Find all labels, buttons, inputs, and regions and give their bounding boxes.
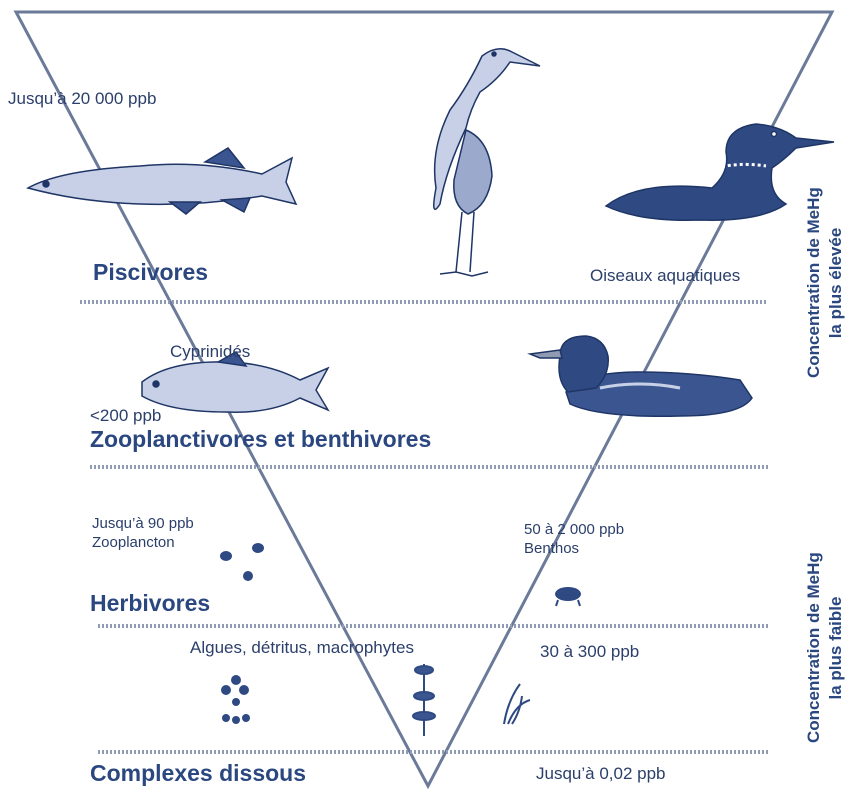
loon-icon [606,124,834,220]
concentration-piscivores: Jusqu’à 20 000 ppb [8,89,156,109]
label-oiseaux-aquatiques: Oiseaux aquatiques [590,266,740,286]
pike-icon [28,148,296,214]
level-piscivores: Piscivores [93,259,208,286]
concentration-zooplanctivores: <200 ppb [90,406,161,426]
level-herbivores: Herbivores [90,590,210,617]
side-label-lowest: Concentration de MeHg la plus faible [803,553,847,743]
duck-icon [530,336,752,416]
label-zooplancton: Zooplancton [92,533,175,552]
label-cyprinides: Cyprinidés [170,342,250,362]
concentration-benthos: 50 à 2 000 ppb [524,520,624,539]
benthos-icon [555,587,581,606]
concentration-complexes: Jusqu’à 0,02 ppb [536,764,666,784]
level-complexes-dissous: Complexes dissous [90,760,306,787]
algae-icon [504,684,530,724]
side-low-line2: la plus faible [825,553,847,743]
macrophyte-icon [413,664,435,736]
level-zooplanctivores: Zooplanctivores et benthivores [90,426,431,453]
concentration-herbivores: 30 à 300 ppb [540,642,639,662]
label-benthos: Benthos [524,539,579,558]
side-label-highest: Concentration de MeHg la plus élevée [803,188,847,378]
side-high-line2: la plus élevée [825,188,847,378]
concentration-zooplancton: Jusqu’à 90 ppb [92,514,194,533]
label-algues-detritus-macrophytes: Algues, détritus, macrophytes [190,638,414,658]
zooplankton-icon [220,543,264,581]
side-high-line1: Concentration de MeHg [803,188,825,378]
heron-icon [434,49,540,276]
detritus-icon [221,675,250,724]
side-low-line1: Concentration de MeHg [803,553,825,743]
